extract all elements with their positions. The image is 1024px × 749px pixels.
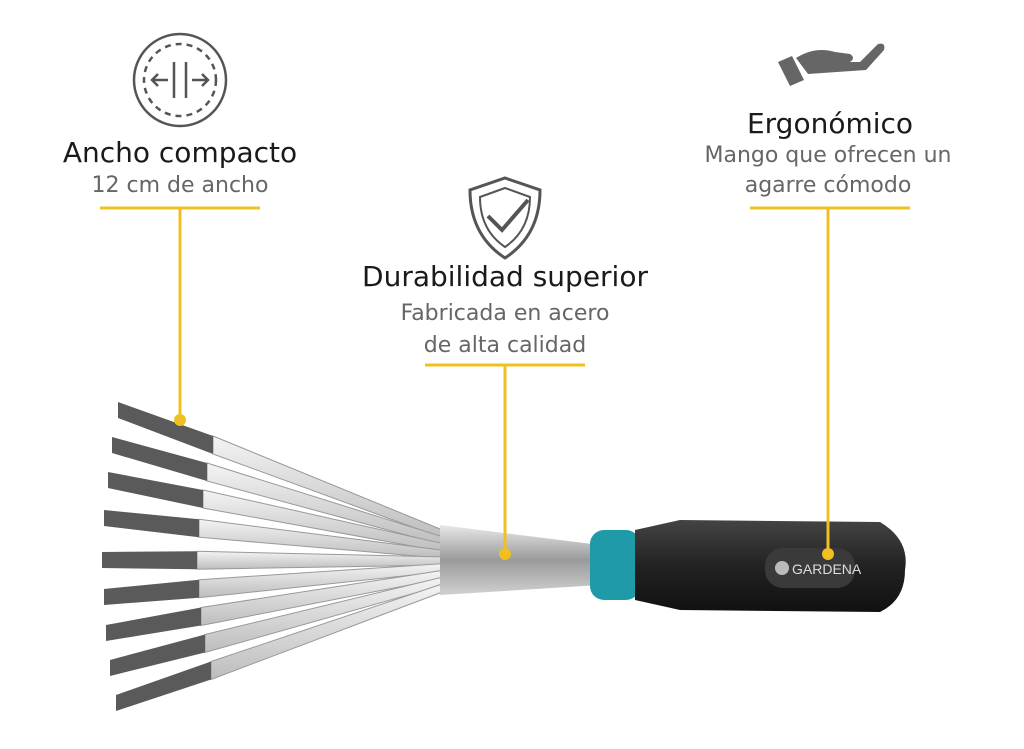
tine-tip	[116, 661, 211, 711]
tine-tip	[104, 579, 199, 605]
tine-tip	[118, 402, 213, 454]
ferrule	[440, 525, 600, 595]
hand-icon	[778, 43, 885, 86]
feature-subtitle: agarre cómodo	[744, 173, 912, 198]
feature-subtitle: Fabricada en acero	[400, 301, 610, 326]
feature-title: Ancho compacto	[62, 136, 298, 169]
tine-tip	[112, 437, 207, 482]
tine-tip	[108, 472, 203, 509]
feature-title: Durabilidad superior	[362, 260, 648, 293]
tine-tip	[106, 607, 201, 641]
feature-subtitle: Mango que ofrecen un	[704, 143, 952, 168]
width-arrows-icon	[132, 32, 228, 128]
tine-tip	[104, 510, 199, 538]
shield-check-icon	[468, 176, 542, 260]
feature-title: Ergonómico	[746, 107, 914, 140]
rake-tines	[102, 402, 446, 711]
brand-logo: GARDENA	[792, 561, 862, 577]
teal-collar	[590, 530, 640, 600]
tine-tip	[110, 634, 205, 676]
feature-subtitle: de alta calidad	[423, 333, 587, 358]
callout-lines	[100, 206, 910, 560]
feature-subtitle: 12 cm de ancho	[91, 173, 269, 198]
tine-tip	[102, 551, 197, 570]
